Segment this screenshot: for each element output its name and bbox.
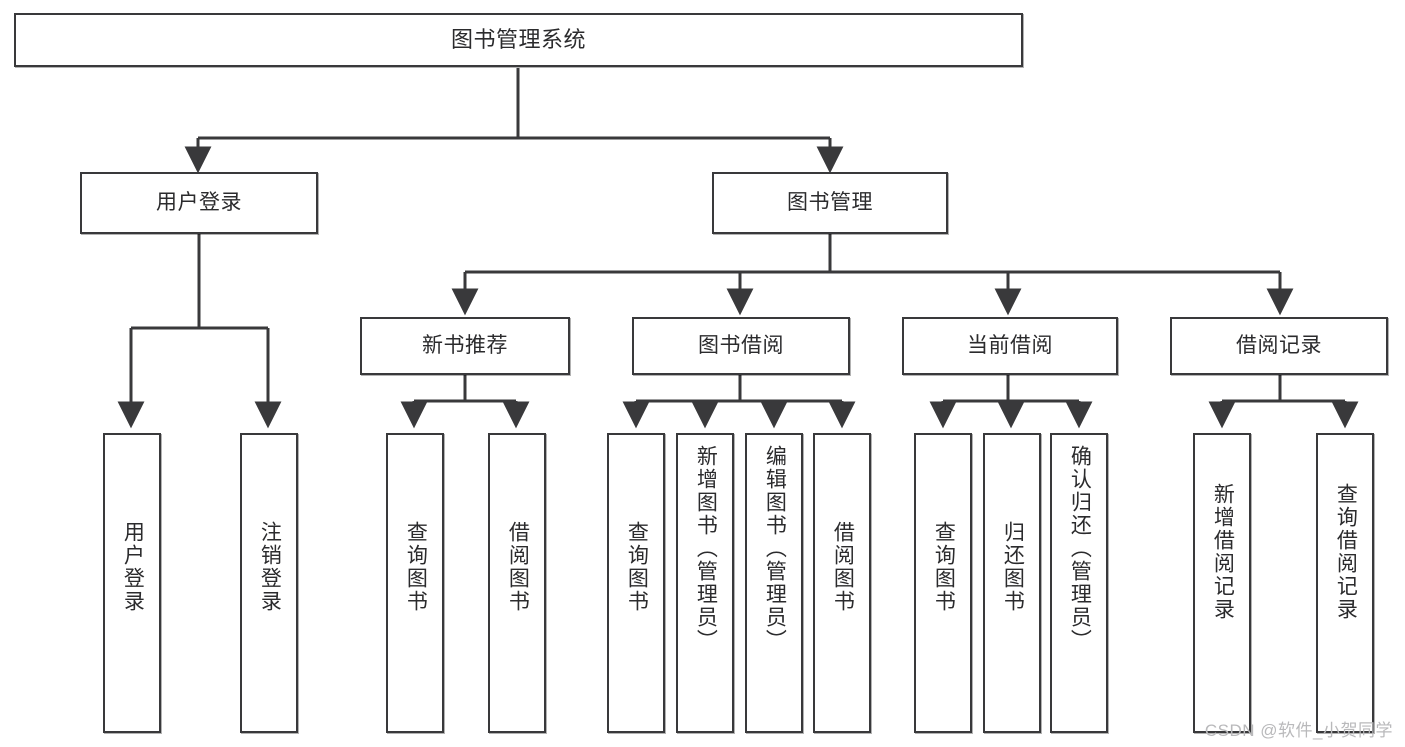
node-user-login-label: 用户登录 — [156, 190, 242, 214]
node-edit-book-label: 编辑图书（管理员） — [763, 445, 787, 652]
node-book-management[interactable]: 图书管理 — [712, 172, 948, 234]
node-book-management-label: 图书管理 — [787, 190, 873, 214]
node-logout[interactable]: 注销登录 — [240, 433, 298, 733]
node-current-borrow-label: 当前借阅 — [967, 333, 1053, 357]
node-book-borrow-label: 图书借阅 — [698, 333, 784, 357]
node-query-borrow-record-label: 查询借阅记录 — [1334, 483, 1358, 621]
node-borrow-book-2[interactable]: 借阅图书 — [813, 433, 871, 733]
node-add-book[interactable]: 新增图书（管理员） — [676, 433, 734, 733]
node-current-borrow[interactable]: 当前借阅 — [902, 317, 1118, 375]
node-return-book[interactable]: 归还图书 — [983, 433, 1041, 733]
node-query-book-3-label: 查询图书 — [932, 521, 956, 613]
watermark-text: CSDN @软件_小贺同学 — [1204, 721, 1393, 740]
node-new-book-recommend[interactable]: 新书推荐 — [360, 317, 570, 375]
node-borrow-book-2-label: 借阅图书 — [831, 521, 855, 613]
node-borrow-record-label: 借阅记录 — [1236, 333, 1322, 357]
node-query-book-3[interactable]: 查询图书 — [914, 433, 972, 733]
node-query-book-1-label: 查询图书 — [404, 521, 428, 613]
node-logout-label: 注销登录 — [258, 521, 282, 613]
node-edit-book[interactable]: 编辑图书（管理员） — [745, 433, 803, 733]
node-borrow-record[interactable]: 借阅记录 — [1170, 317, 1388, 375]
node-login[interactable]: 用户登录 — [103, 433, 161, 733]
node-return-book-label: 归还图书 — [1001, 521, 1025, 613]
node-confirm-return-label: 确认归还（管理员） — [1068, 445, 1092, 652]
node-add-book-label: 新增图书（管理员） — [694, 445, 718, 652]
node-query-book-2[interactable]: 查询图书 — [607, 433, 665, 733]
node-borrow-book-1-label: 借阅图书 — [506, 521, 530, 613]
node-root[interactable]: 图书管理系统 — [14, 13, 1023, 67]
node-add-borrow-record[interactable]: 新增借阅记录 — [1193, 433, 1251, 733]
node-new-book-recommend-label: 新书推荐 — [422, 333, 508, 357]
node-query-borrow-record[interactable]: 查询借阅记录 — [1316, 433, 1374, 733]
node-add-borrow-record-label: 新增借阅记录 — [1211, 483, 1235, 621]
node-user-login[interactable]: 用户登录 — [80, 172, 318, 234]
node-query-book-2-label: 查询图书 — [625, 521, 649, 613]
node-query-book-1[interactable]: 查询图书 — [386, 433, 444, 733]
node-book-borrow[interactable]: 图书借阅 — [632, 317, 850, 375]
node-confirm-return[interactable]: 确认归还（管理员） — [1050, 433, 1108, 733]
node-login-label: 用户登录 — [121, 521, 145, 613]
node-borrow-book-1[interactable]: 借阅图书 — [488, 433, 546, 733]
node-root-label: 图书管理系统 — [450, 27, 586, 53]
